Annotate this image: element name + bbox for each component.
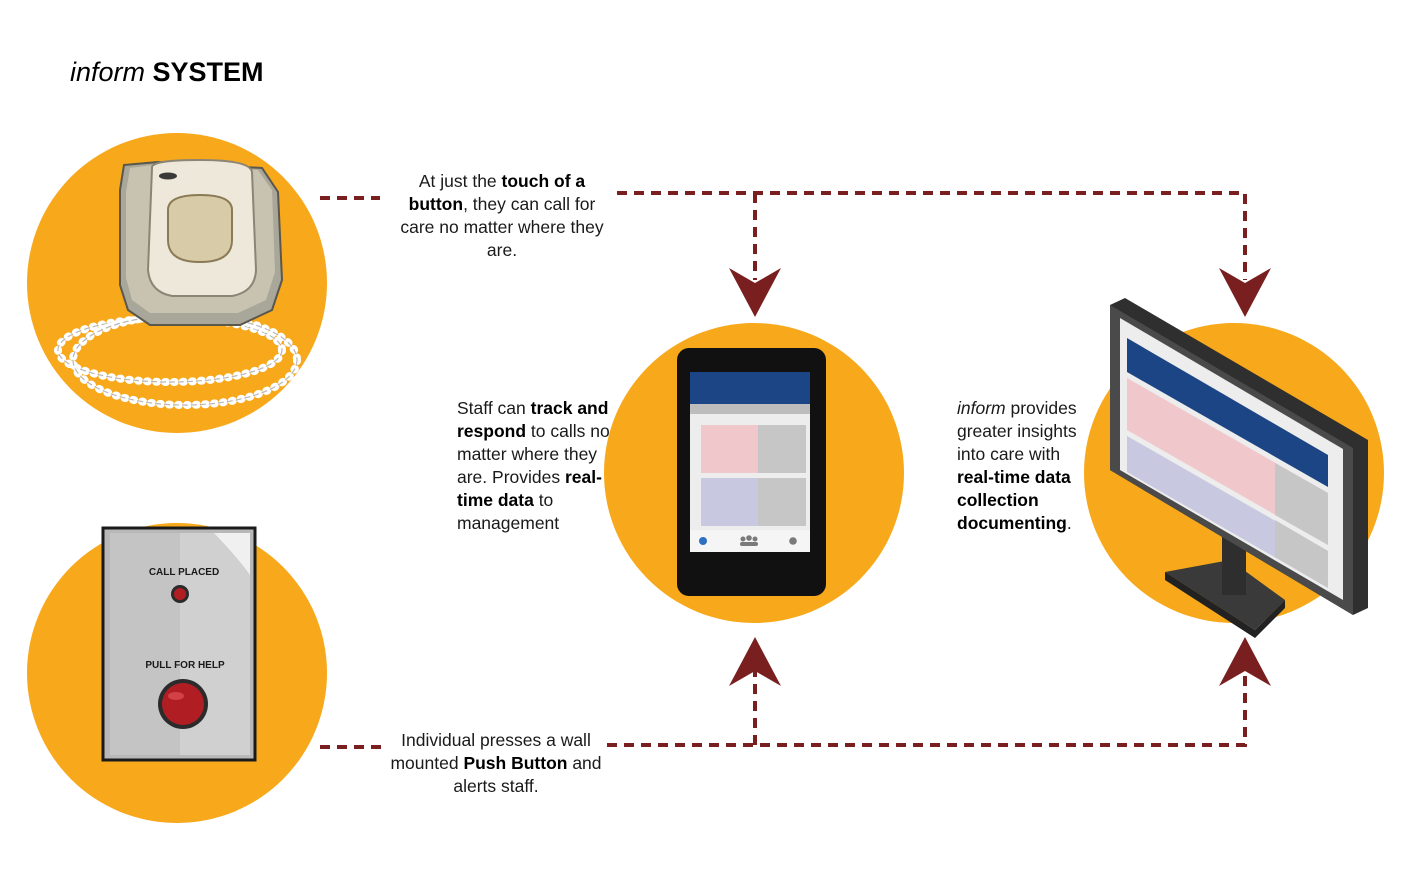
smartphone-icon <box>677 348 826 596</box>
caption-staff: Staff can track and respond to calls no … <box>457 397 617 535</box>
caption-text: . <box>1066 513 1072 533</box>
phone-header-bar <box>690 372 810 404</box>
caption-text: provides greater insights into care with <box>957 398 1077 464</box>
monitor-header-bar <box>1127 338 1328 487</box>
caption-text: and alerts staff. <box>453 753 602 796</box>
caption-text: At just the <box>418 171 502 191</box>
pull-for-help-label: PULL FOR HELP <box>145 660 225 671</box>
caption-text: Individual presses a wall mounted <box>390 730 591 773</box>
caption-bold: real-time data collection documenting <box>957 467 1071 533</box>
pendant-call-button-icon <box>54 158 301 409</box>
caption-text: to management <box>457 490 560 533</box>
phone-gear-icon <box>789 537 797 545</box>
wall-push-button-icon <box>101 526 257 762</box>
caption-pendant: At just the touch of a button, they can … <box>392 170 612 262</box>
caption-bold: track and respond <box>457 398 609 441</box>
caption-text: , they can call for care no matter where… <box>400 194 604 260</box>
caption-wall-button: Individual presses a wall mounted Push B… <box>380 729 612 798</box>
arrowhead-icon <box>1219 637 1271 686</box>
phone-lock-icon <box>699 537 707 545</box>
arrowhead-icon <box>1219 268 1271 317</box>
caption-bold: touch of a button <box>408 171 586 214</box>
phone-people-icon <box>740 535 758 546</box>
caption-italic: inform <box>957 398 1006 418</box>
title-system: SYSTEM <box>152 57 264 87</box>
diagram-title: inform SYSTEM <box>70 57 264 88</box>
connector-lines <box>320 191 1247 749</box>
arrowhead-icon <box>729 268 781 317</box>
title-brand: inform <box>70 57 146 87</box>
connector-top-monitor <box>617 191 1247 280</box>
call-placed-label: CALL PLACED <box>149 567 219 578</box>
caption-text: to calls no matter where they are. Provi… <box>457 421 610 487</box>
connector-bottom-monitor <box>607 665 1247 747</box>
caption-inform: inform provides greater insights into ca… <box>957 397 1097 535</box>
caption-bold: real-time data <box>457 467 602 510</box>
desktop-monitor-icon <box>1110 298 1368 638</box>
caption-text: Staff can <box>457 398 531 418</box>
caption-bold: Push Button <box>463 753 568 773</box>
arrowhead-icon <box>729 637 781 686</box>
arrowheads <box>729 268 1271 686</box>
